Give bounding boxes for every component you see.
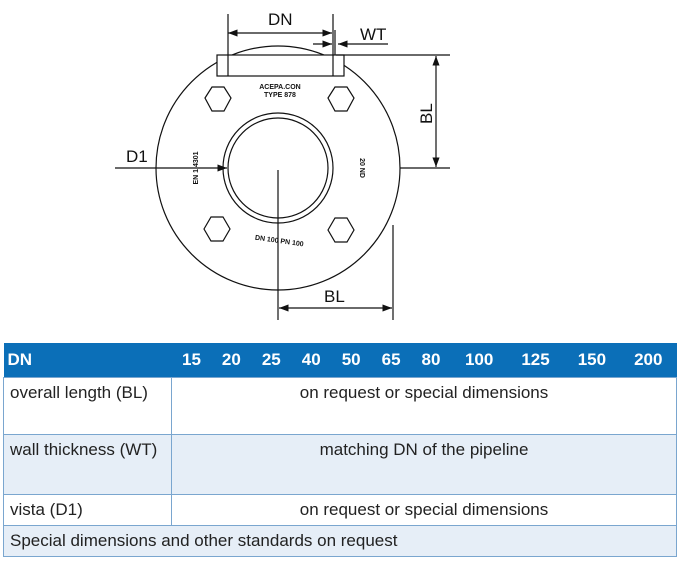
size-col: 15 [171,343,212,378]
table-row: vista (D1) on request or special dimensi… [3,494,677,526]
marking-top-2: TYPE 878 [264,92,296,99]
header-dn: DN [3,343,172,378]
dimension-table: DN 15 20 25 40 50 65 80 100 125 150 200 … [3,343,677,557]
bolt-hex-icons [203,86,355,243]
size-col: 20 [211,343,252,378]
marking-bottom: DN 100 PN 100 [254,235,304,249]
footer-note: Special dimensions and other standards o… [3,525,677,557]
bl-vertical-label: BL [417,103,436,124]
size-col: 125 [507,343,564,378]
table-row: overall length (BL) on request or specia… [3,377,677,435]
pipe-section [216,54,345,77]
table-footer: Special dimensions and other standards o… [3,525,677,557]
marking-top-1: ACEPA.CON [259,84,300,91]
bl-horizontal-label: BL [324,287,345,306]
size-col: 25 [251,343,292,378]
table-row: wall thickness (WT) matching DN of the p… [3,434,677,495]
row-label: overall length (BL) [3,377,172,435]
size-col: 50 [331,343,372,378]
row-value: on request or special dimensions [171,494,677,526]
size-col: 40 [291,343,332,378]
table-header: DN 15 20 25 40 50 65 80 100 125 150 200 [3,343,677,378]
dn-label: DN [268,10,293,29]
size-col: 100 [450,343,508,378]
size-col: 80 [411,343,451,378]
row-label: vista (D1) [3,494,172,526]
row-value: matching DN of the pipeline [171,434,677,495]
row-label: wall thickness (WT) [3,434,172,495]
wt-label: WT [360,25,386,44]
size-col: 200 [620,343,677,378]
marking-right: 20 ND [358,158,365,178]
d1-label: D1 [126,147,148,166]
flange-drawing: DN WT BL BL D1 ACEPA.CON TYPE 878 DN 100… [115,10,450,320]
size-col: 150 [563,343,621,378]
size-col: 65 [371,343,412,378]
marking-left: EN 1.4301 [193,151,200,184]
row-value: on request or special dimensions [171,377,677,435]
